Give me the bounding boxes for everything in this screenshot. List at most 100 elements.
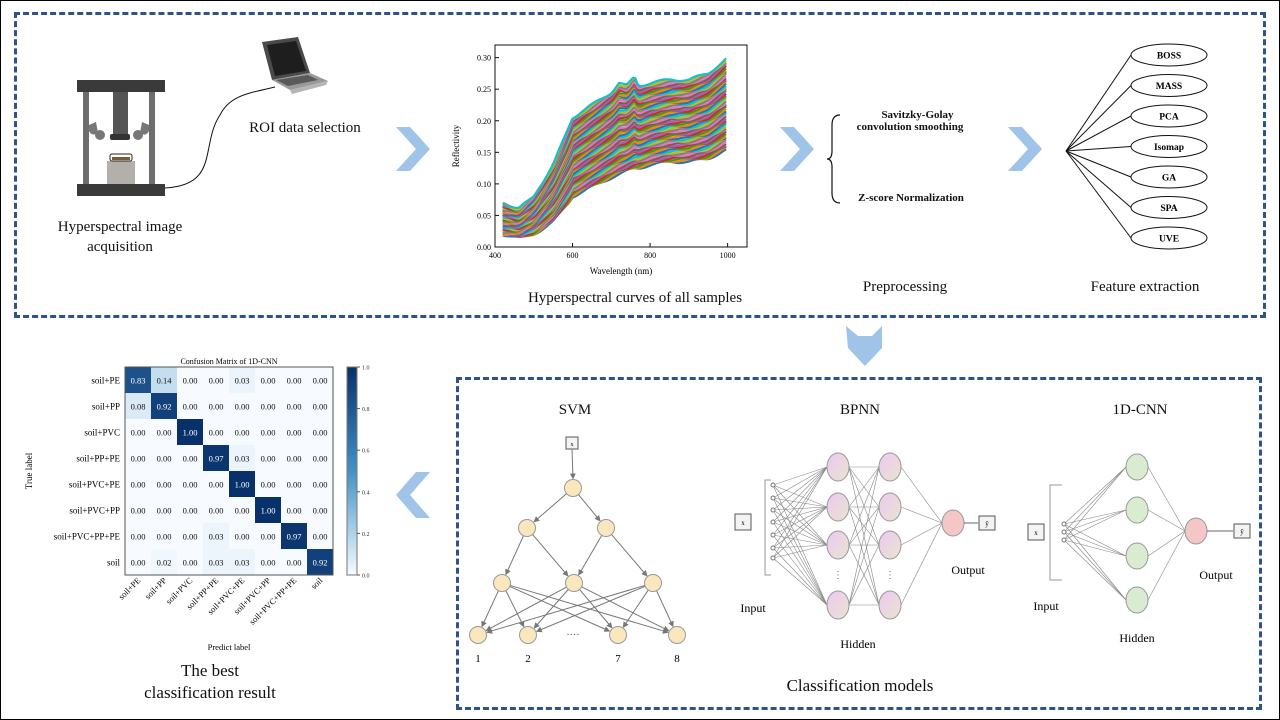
heatmap-cell xyxy=(203,471,229,497)
heatmap-cell-value: 0.00 xyxy=(261,532,276,542)
bpnn-edge xyxy=(772,521,828,546)
heatmap-cell xyxy=(203,549,229,575)
cnn-edge xyxy=(1063,523,1127,557)
bpnn-hidden-node xyxy=(826,530,850,560)
svm-edge xyxy=(532,534,569,577)
cnn-edge xyxy=(1063,466,1127,533)
down-arrow-icon xyxy=(846,326,882,366)
heatmap-cell xyxy=(229,471,255,497)
svm-ellipsis: ···· xyxy=(566,630,579,641)
heatmap-cell xyxy=(203,393,229,419)
heatmap-cell-value: 0.03 xyxy=(235,376,250,386)
heatmap-cell xyxy=(255,471,281,497)
heatmap-cell xyxy=(125,549,151,575)
method-ellipse xyxy=(1130,43,1208,67)
spectra-caption: Hyperspectral curves of all samples xyxy=(527,290,743,306)
bpnn-edge xyxy=(772,484,828,508)
cnn-hidden-node xyxy=(1125,542,1149,570)
cnn-input-bracket xyxy=(1049,484,1062,581)
bpnn-edge xyxy=(772,534,828,546)
bpnn-output-label: Output xyxy=(951,563,985,577)
heatmap-cell-value: 0.00 xyxy=(261,402,276,412)
colorbar-tick-label: 0.4 xyxy=(362,490,370,496)
svm-edge xyxy=(509,586,611,632)
svm-leaf-label: 8 xyxy=(674,653,680,665)
heatmap-cell xyxy=(255,393,281,419)
heatmap-cell xyxy=(177,549,203,575)
heatmap-cell xyxy=(177,419,203,445)
cnn-edge xyxy=(1063,466,1127,525)
spectrum-line xyxy=(502,138,727,235)
svm-edge xyxy=(533,493,567,523)
row-label: soil+PVC+PP+PE xyxy=(54,532,121,542)
heatmap-cell-value: 0.00 xyxy=(313,376,328,386)
heatmap-cell xyxy=(255,445,281,471)
heatmap-cell xyxy=(281,393,307,419)
heatmap-cell-value: 0.00 xyxy=(287,428,302,438)
chevron-right-arrow-icon xyxy=(780,127,814,171)
svm-node xyxy=(644,574,662,592)
svm-edge xyxy=(578,535,603,576)
cnn-edge xyxy=(1147,530,1186,557)
colorbar-tick-label: 0.0 xyxy=(362,574,370,580)
bpnn-edge xyxy=(900,466,943,524)
bpnn-edge xyxy=(772,509,828,606)
bpnn-input-node xyxy=(770,495,776,501)
svm-edge xyxy=(510,584,669,634)
preprocessing-caption: Preprocessing xyxy=(862,279,948,295)
cnn-edge xyxy=(1147,509,1186,532)
spectrum-line xyxy=(502,113,727,227)
bpnn-input-node xyxy=(770,482,776,488)
svm-edge xyxy=(505,590,525,628)
col-label: soil+PVC+PP+PE xyxy=(247,575,298,626)
bpnn-input-node xyxy=(770,555,776,561)
heatmap-cell xyxy=(151,419,177,445)
heatmap-cell xyxy=(177,497,203,523)
connector-line xyxy=(1065,85,1132,152)
x-axis-label: Wavelength (nm) xyxy=(590,266,653,276)
heatmap-cell xyxy=(203,445,229,471)
heatmap-cell xyxy=(229,393,255,419)
svm-edge xyxy=(656,590,674,628)
heatmap-cell-value: 0.92 xyxy=(313,558,328,568)
heatmap-cell xyxy=(281,549,307,575)
cnn-edge xyxy=(1063,466,1127,541)
heatmap-cell xyxy=(307,549,333,575)
svm-edge xyxy=(611,534,648,577)
heatmap-cell xyxy=(281,523,307,549)
heatmap-cell-value: 0.00 xyxy=(287,506,302,516)
x-axis-label: Predict label xyxy=(208,642,251,652)
heatmap-cell xyxy=(307,393,333,419)
bpnn-edge xyxy=(772,466,828,536)
heatmap-cell xyxy=(151,471,177,497)
laptop-icon xyxy=(262,37,328,94)
cnn-edge xyxy=(1063,531,1127,557)
connector-line xyxy=(1065,150,1132,239)
brace-icon xyxy=(826,114,841,204)
heatmap-cell-value: 0.08 xyxy=(131,402,146,412)
bpnn-input-bracket xyxy=(764,479,771,576)
bpnn-input-node xyxy=(770,507,776,513)
heatmap-cell xyxy=(125,393,151,419)
heatmap-cell xyxy=(177,523,203,549)
bpnn-edge xyxy=(772,544,828,559)
heatmap-cell xyxy=(307,367,333,393)
heatmap-border xyxy=(124,366,334,576)
method-ellipse xyxy=(1130,196,1208,219)
bpnn-edge xyxy=(772,506,828,549)
bpnn-edge xyxy=(772,466,828,486)
heatmap-cell xyxy=(307,497,333,523)
svm-node xyxy=(597,519,615,537)
bpnn-input-node xyxy=(770,519,776,525)
result-caption-line1: The best xyxy=(180,661,240,680)
chevron-right-arrow-icon xyxy=(396,127,430,171)
heatmap-cell-value: 0.00 xyxy=(313,428,328,438)
connector-line xyxy=(1065,150,1132,208)
heatmap-cell xyxy=(307,419,333,445)
method-label-pca: PCA xyxy=(1159,113,1179,123)
heatmap-cell-value: 0.00 xyxy=(287,558,302,568)
heatmap-cell-value: 0.00 xyxy=(235,428,250,438)
